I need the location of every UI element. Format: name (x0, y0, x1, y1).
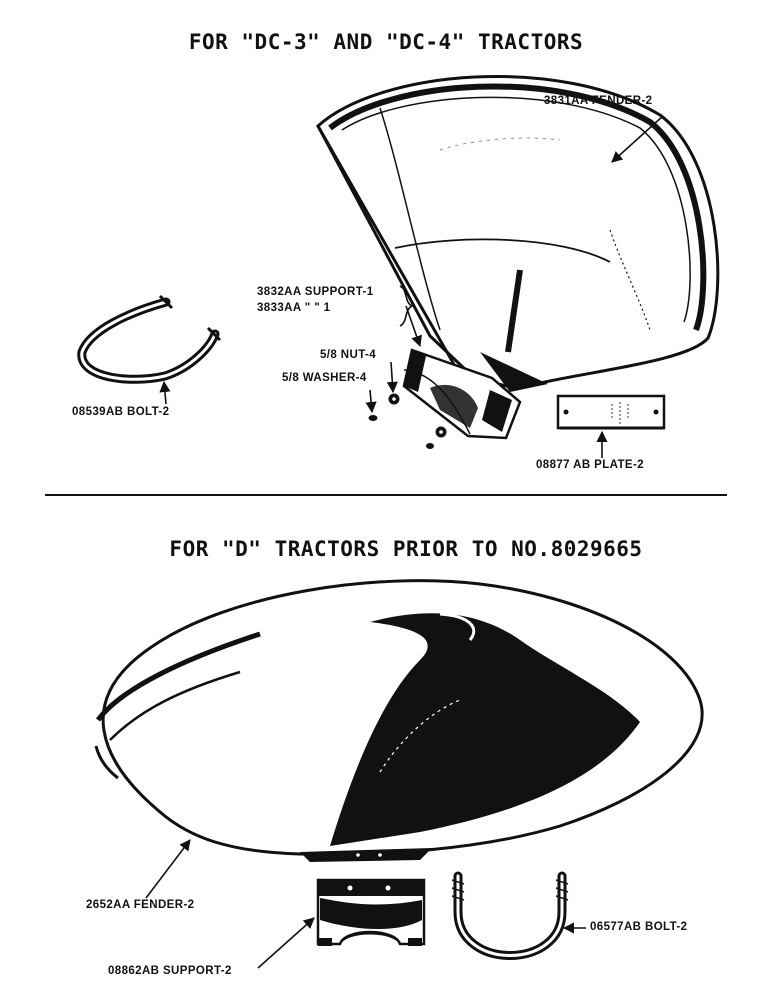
section-heading-d: FOR "D" TRACTORS PRIOR TO NO.8029665 (169, 537, 643, 561)
callout-fender-2652aa: 2652AA FENDER-2 (86, 899, 195, 911)
nut-washer-hardware (368, 393, 447, 449)
support-3832aa-drawing (402, 348, 522, 440)
callout-nut: 5/8 NUT-4 (320, 349, 377, 361)
section-divider (45, 494, 727, 496)
callout-support-3833aa: 3833AA " " 1 (257, 302, 331, 314)
fender-3831aa-drawing (316, 74, 720, 392)
ubolt-06577ab-drawing (451, 871, 569, 960)
bottom-leader-lines (145, 839, 586, 969)
callout-fender-3831aa: 3831AA FENDER-2 (544, 95, 653, 107)
callout-support-08862ab: 08862AB SUPPORT-2 (108, 965, 232, 977)
top-leader-lines (159, 115, 664, 458)
callout-support-3832aa: 3832AA SUPPORT-1 (257, 286, 374, 298)
callout-plate-08877ab: 08877 AB PLATE-2 (536, 459, 645, 471)
section-heading-dc: FOR "DC-3" AND "DC-4" TRACTORS (188, 30, 584, 54)
callout-bolt-06577ab: 06577AB BOLT-2 (590, 921, 688, 933)
support-08862ab-drawing (316, 878, 426, 946)
ubolt-08539ab-drawing (77, 294, 222, 384)
fender-2652aa-drawing (94, 579, 704, 862)
callout-washer: 5/8 WASHER-4 (282, 372, 367, 384)
callout-bolt-08539ab: 08539AB BOLT-2 (72, 406, 170, 418)
plate-08877ab-drawing (556, 394, 666, 430)
